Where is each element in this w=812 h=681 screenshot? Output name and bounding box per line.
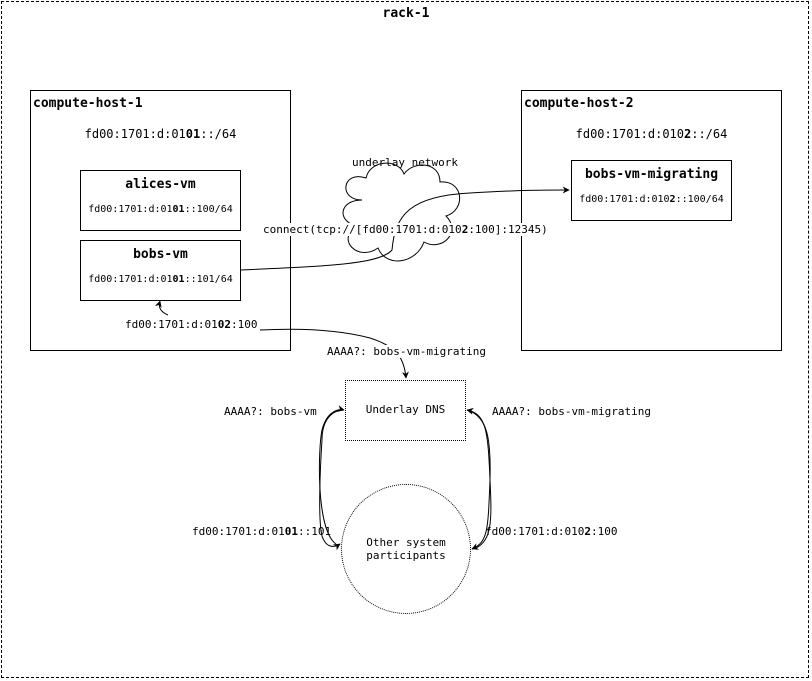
inbound-bold: 02 bbox=[217, 318, 231, 331]
underlay-dns-box: Underlay DNS bbox=[345, 380, 466, 441]
addr-bold: 01 bbox=[172, 274, 185, 285]
vm-name: bobs-vm-migrating bbox=[584, 167, 719, 182]
addr-suffix: ::100/64 bbox=[184, 204, 233, 215]
connect-bold: 2 bbox=[461, 223, 469, 236]
addr-suffix: ::100/64 bbox=[675, 194, 724, 205]
subnet-suffix: ::/64 bbox=[691, 127, 728, 141]
connect-suffix: :100]:12345) bbox=[468, 223, 548, 236]
subnet-prefix: fd00:1701:d:010 bbox=[575, 127, 684, 141]
underlay-network-label: underlay network bbox=[352, 156, 458, 169]
connect-edge bbox=[240, 186, 570, 271]
rack-title: rack-1 bbox=[382, 6, 430, 21]
subnet-suffix: ::/64 bbox=[200, 127, 237, 141]
answer-prefix: fd00:1701:d:010 bbox=[485, 525, 585, 538]
dns-right-answer-edge bbox=[466, 409, 491, 550]
cloud-shape bbox=[342, 162, 461, 262]
addr-prefix: fd00:1701:d:01 bbox=[88, 274, 173, 285]
vm-name: bobs-vm bbox=[133, 247, 188, 262]
inbound-addr-arrow bbox=[154, 300, 169, 316]
addr-bold: 2 bbox=[669, 194, 676, 205]
compute-host-1-title: compute-host-1 bbox=[33, 96, 143, 111]
answer-bold: 2 bbox=[584, 525, 591, 538]
dns-answer-left-label: fd00:1701:d:0101::101 bbox=[192, 525, 331, 538]
dns-query-edge bbox=[259, 328, 409, 379]
vm-name: alices-vm bbox=[125, 177, 196, 192]
dns-query-right-label: AAAA?: bobs-vm-migrating bbox=[492, 405, 651, 418]
dns-query-from-host-label: AAAA?: bobs-vm-migrating bbox=[327, 345, 486, 358]
participants-line-2: participants bbox=[366, 549, 446, 562]
dns-left-query-edge bbox=[318, 405, 345, 545]
inbound-suffix: :100 bbox=[230, 318, 258, 331]
dns-answer-right-label: fd00:1701:d:0102:100 bbox=[485, 525, 617, 538]
vm-address: fd00:1701:d:0102::100/64 bbox=[572, 194, 731, 205]
compute-host-2-subnet: fd00:1701:d:0102::/64 bbox=[521, 127, 782, 141]
bobs-vm-migrating-box: bobs-vm-migrating fd00:1701:d:0102::100/… bbox=[571, 160, 732, 221]
bobs-vm-box: bobs-vm fd00:1701:d:0101::101/64 bbox=[80, 240, 241, 301]
connect-prefix: connect(tcp://[fd00:1701:d:010 bbox=[263, 223, 462, 236]
vm-address: fd00:1701:d:0101::101/64 bbox=[81, 274, 240, 285]
connect-label: connect(tcp://[fd00:1701:d:0102:100]:123… bbox=[263, 223, 548, 236]
addr-prefix: fd00:1701:d:010 bbox=[579, 194, 670, 205]
dns-query-left-label: AAAA?: bobs-vm bbox=[224, 405, 317, 418]
answer-suffix: ::101 bbox=[297, 525, 332, 538]
answer-prefix: fd00:1701:d:01 bbox=[192, 525, 285, 538]
addr-prefix: fd00:1701:d:01 bbox=[88, 204, 173, 215]
answer-suffix: :100 bbox=[590, 525, 618, 538]
addr-bold: 01 bbox=[172, 204, 185, 215]
addr-suffix: ::101/64 bbox=[184, 274, 233, 285]
subnet-prefix: fd00:1701:d:01 bbox=[84, 127, 186, 141]
vm-address: fd00:1701:d:0101::100/64 bbox=[81, 204, 240, 215]
participants-line-1: Other system bbox=[366, 536, 446, 549]
compute-host-1-subnet: fd00:1701:d:0101::/64 bbox=[30, 127, 291, 141]
inbound-address-label: fd00:1701:d:0102:100 bbox=[125, 318, 257, 331]
dns-left-answer-edge bbox=[319, 409, 345, 551]
subnet-bold: 01 bbox=[185, 127, 201, 141]
answer-bold: 01 bbox=[284, 525, 298, 538]
subnet-bold: 2 bbox=[684, 127, 692, 141]
other-participants-circle: Other system participants bbox=[341, 484, 471, 614]
inbound-prefix: fd00:1701:d:01 bbox=[125, 318, 218, 331]
alices-vm-box: alices-vm fd00:1701:d:0101::100/64 bbox=[80, 170, 241, 231]
compute-host-2-title: compute-host-2 bbox=[524, 96, 634, 111]
